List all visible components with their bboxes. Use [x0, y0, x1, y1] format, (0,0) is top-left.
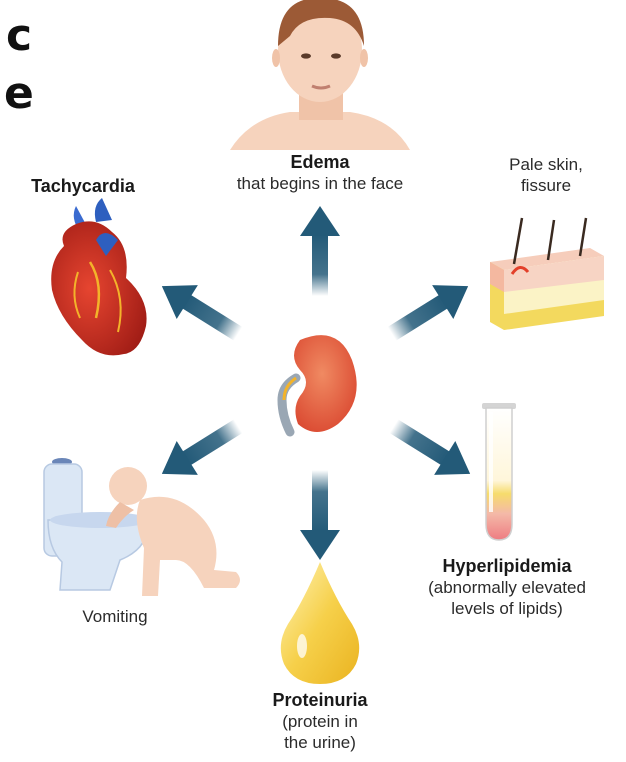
label-hyperlipidemia: Hyperlipidemia (abnormally elevated leve…: [392, 556, 622, 619]
heart-icon: [51, 198, 146, 355]
vomiting-title: Vomiting: [50, 606, 180, 627]
pale-skin-line2: fissure: [486, 175, 606, 196]
edema-desc: that begins in the face: [237, 174, 403, 193]
arrow-to-vomiting: [151, 409, 249, 491]
pale-skin-line1: Pale skin,: [486, 154, 606, 175]
proteinuria-desc2: the urine): [240, 732, 400, 753]
proteinuria-title: Proteinuria: [240, 690, 400, 711]
urine-drop-icon: [281, 562, 359, 684]
label-proteinuria: Proteinuria (protein in the urine): [240, 690, 400, 753]
hyperlipidemia-title: Hyperlipidemia: [392, 556, 622, 577]
kidney-icon: [282, 335, 357, 432]
proteinuria-desc1: (protein in: [240, 711, 400, 732]
arrow-to-tachycardia: [151, 269, 249, 351]
label-edema: Edema that begins in the face: [192, 152, 448, 194]
hyperlipidemia-desc2: levels of lipids): [392, 598, 622, 619]
test-tube-icon: [482, 403, 516, 540]
skin-layer-icon: [490, 218, 604, 330]
label-tachycardia: Tachycardia: [8, 176, 158, 197]
arrow-to-proteinuria: [300, 470, 340, 560]
tachycardia-title: Tachycardia: [8, 176, 158, 197]
face-icon: [230, 0, 410, 150]
label-vomiting: Vomiting: [50, 606, 180, 627]
arrow-to-edema: [300, 206, 340, 296]
hyperlipidemia-desc1: (abnormally elevated: [392, 577, 622, 598]
arrow-to-pale-skin: [381, 269, 479, 351]
arrow-to-hyperlipidemia: [383, 409, 481, 491]
vomiting-person-icon: [44, 458, 240, 596]
label-pale-skin: Pale skin, fissure: [486, 154, 606, 196]
edema-title: Edema: [192, 152, 448, 173]
